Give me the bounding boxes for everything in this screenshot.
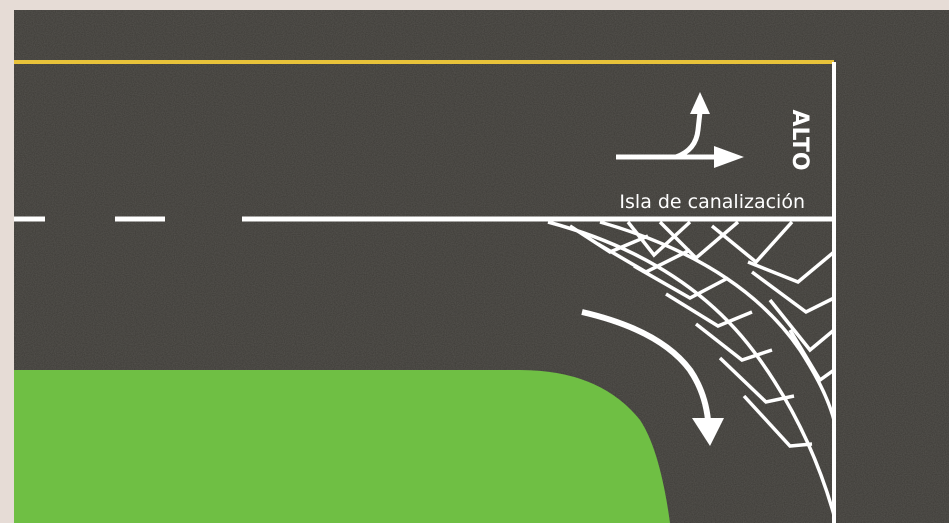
grass-corner [14, 370, 670, 523]
curved-right-turn-arrow-icon [581, 309, 724, 446]
island-label: Isla de canalización [619, 191, 805, 213]
turn-left-or-straight-arrow-icon [616, 92, 744, 168]
channelization-island [547, 220, 836, 516]
stop-text: ALTO [787, 109, 812, 170]
